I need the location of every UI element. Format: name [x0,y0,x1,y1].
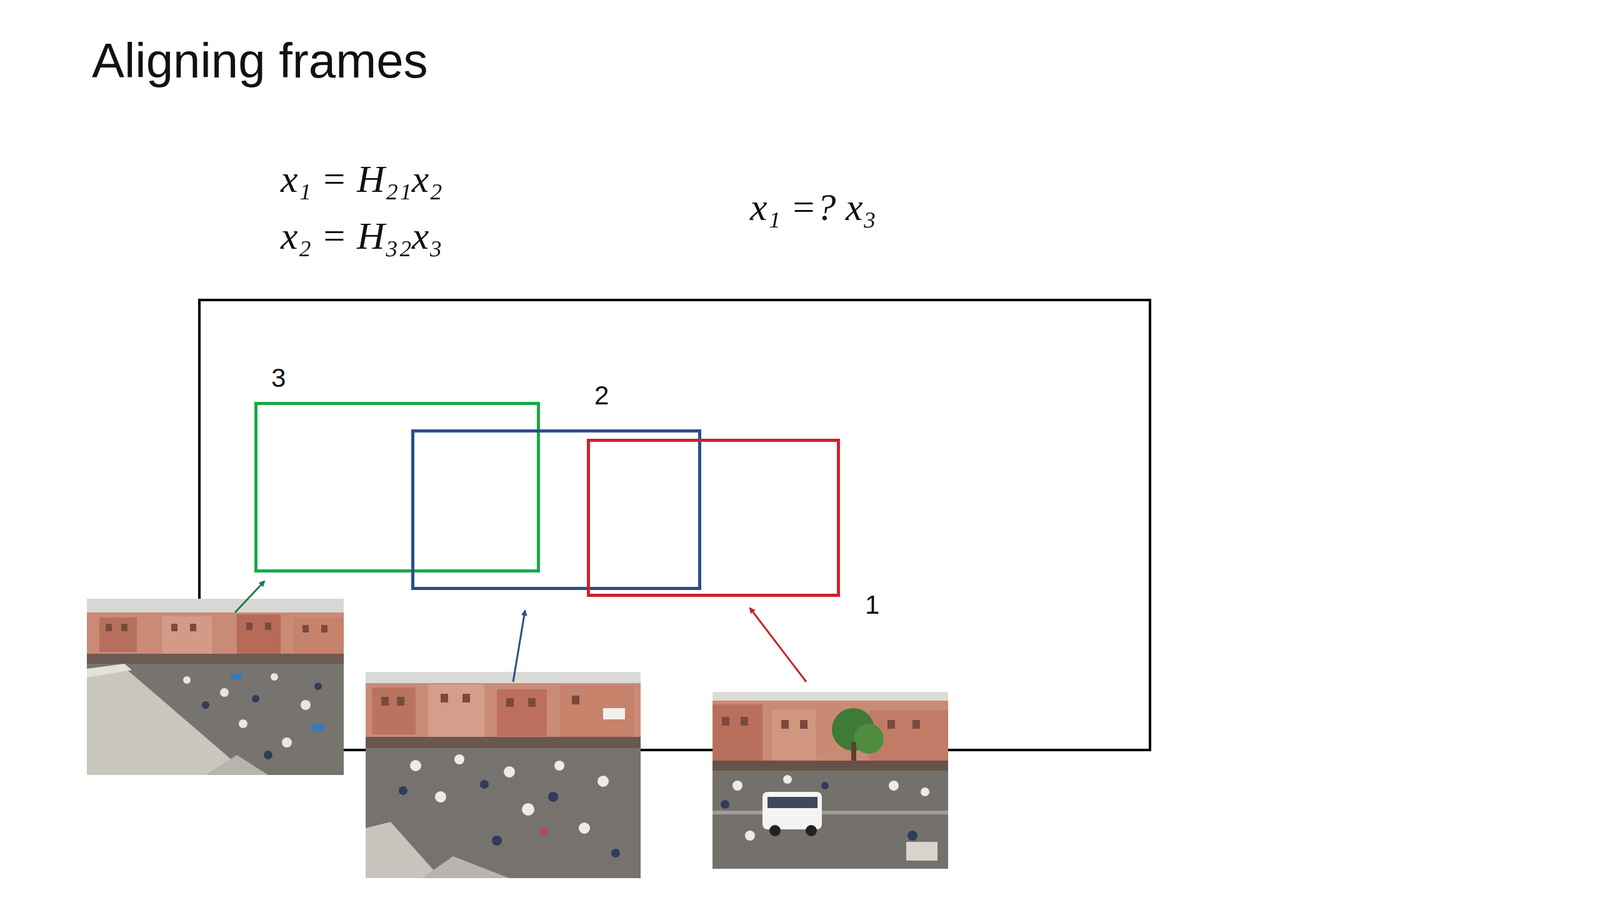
image-frame: 2 [411,429,702,590]
image-frame: 3 [254,401,540,573]
image-frame: 1 [586,438,840,597]
frame-number: 3 [271,365,286,392]
street-photo [712,691,949,869]
equation-label: x₁ = H₂₁x₂ [280,159,443,199]
street-photo [86,598,344,775]
frame-number: 1 [865,591,880,619]
leader-arrow [750,608,807,682]
slide-title: Aligning frames [91,36,429,85]
street-photo [365,671,641,879]
equation-label: x₁ =? x₃ [750,187,877,227]
frame-number: 2 [594,382,609,409]
leader-arrow [513,610,525,682]
equation-label: x₂ = H₃₂x₃ [280,216,443,255]
leader-arrow [235,581,265,613]
